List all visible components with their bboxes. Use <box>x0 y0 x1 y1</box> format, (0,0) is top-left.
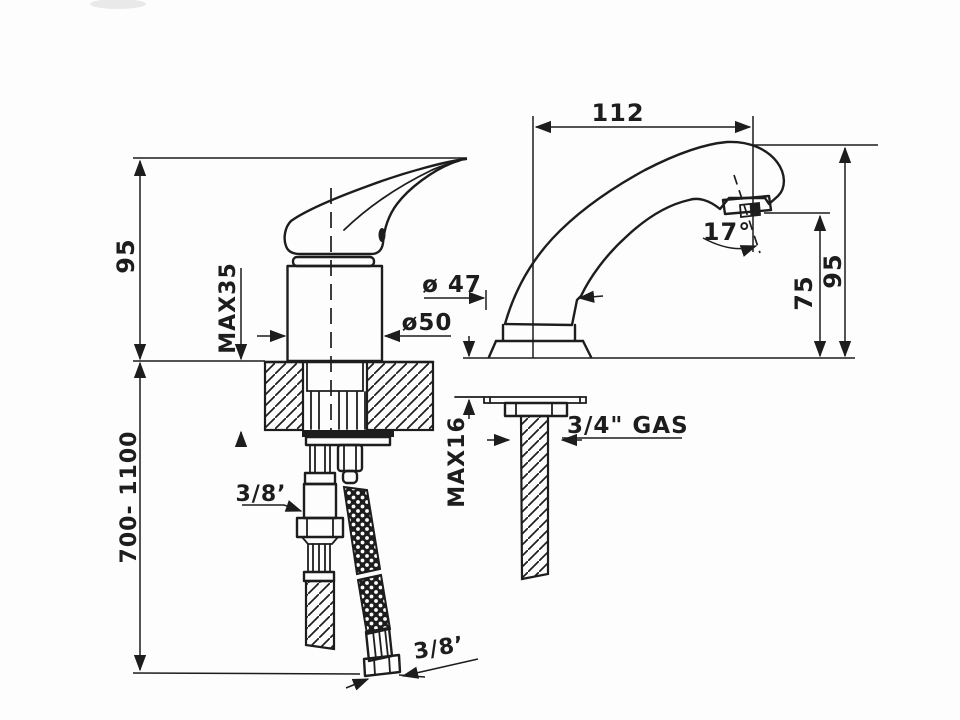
dimension-spout-height-total: 95 <box>819 146 852 358</box>
label-supply-thread: 3/8’ <box>235 482 286 507</box>
dim-label-spout-height-outlet: 75 <box>790 275 818 310</box>
right-supply-stub <box>336 443 364 485</box>
dimension-mixer-height: 95 <box>112 159 147 361</box>
dim-label-mixer-height: 95 <box>112 238 140 273</box>
spout-body <box>503 140 786 327</box>
dim-label-spout-reach: 112 <box>591 99 644 127</box>
dimension-body-diameter: ø50 <box>257 310 453 343</box>
spout-fixing-set <box>454 396 587 581</box>
label-hose-thread: 3/8’ <box>412 632 466 665</box>
threaded-shank <box>519 414 550 581</box>
dimension-spout-angle: 17° <box>702 218 758 257</box>
hose-segment-lower <box>356 573 392 636</box>
dim-label-shank-thread: 3/4" GAS <box>567 413 689 439</box>
dim-label-spout-deck-max: MAX16 <box>445 416 470 508</box>
mixer-washer <box>302 430 394 437</box>
aerator-axis-dashed <box>733 174 761 254</box>
hose-segment-upper <box>342 485 382 576</box>
spout-fixing-nut <box>503 401 569 418</box>
dimension-spout-reach: 112 <box>534 99 752 134</box>
floor-line <box>132 672 361 675</box>
scan-artifact <box>90 0 146 9</box>
mixer-lever-cap <box>378 228 386 242</box>
mixer-shank-in-hole <box>306 361 366 430</box>
mixer-lever-ridge <box>343 160 460 231</box>
copper-pipe-section <box>304 579 336 651</box>
deck-hatch-right <box>365 360 435 432</box>
left-supply-pipe <box>309 444 331 474</box>
hose-end-nut <box>362 653 402 678</box>
dimension-spout-deck-max: MAX16 <box>445 336 476 508</box>
mixer-neck-ring <box>291 255 376 268</box>
mixer-body-cylinder <box>286 264 384 363</box>
pipe-tail <box>307 543 331 573</box>
dim-label-spout-height-total: 95 <box>819 253 847 288</box>
supply-pipes <box>295 443 364 651</box>
compression-sleeve <box>303 471 337 486</box>
extension-lines <box>132 116 878 678</box>
dimension-spout-height-outlet: 75 <box>790 214 827 358</box>
spout-side-view <box>454 140 786 581</box>
dim-label-body-diameter: ø50 <box>402 310 453 336</box>
pipe-collar <box>302 570 336 583</box>
dim-label-supply-height-range: 700- 1100 <box>117 431 142 564</box>
dim-label-spout-angle: 17° <box>703 218 751 246</box>
mixer-lever-handle <box>283 157 468 256</box>
dimension-spout-base-diameter: ø 47 <box>422 272 604 305</box>
countertop-section <box>263 360 435 447</box>
spout-base <box>487 323 593 359</box>
fitting-body <box>302 482 338 520</box>
dimension-shank-thread: 3/4" GAS <box>487 413 689 447</box>
deck-hatch-left <box>263 360 305 432</box>
flexible-hose <box>342 485 402 678</box>
compression-nut <box>295 516 345 545</box>
dim-label-spout-base-diameter: ø 47 <box>422 272 482 298</box>
dim-label-deck-thickness: MAX35 <box>216 262 241 354</box>
callout-supply-thread: 3/8’ <box>235 482 303 512</box>
dimension-deck-thickness-max: MAX35 <box>216 262 248 448</box>
dimension-supply-height-range: 700- 1100 <box>117 361 147 672</box>
